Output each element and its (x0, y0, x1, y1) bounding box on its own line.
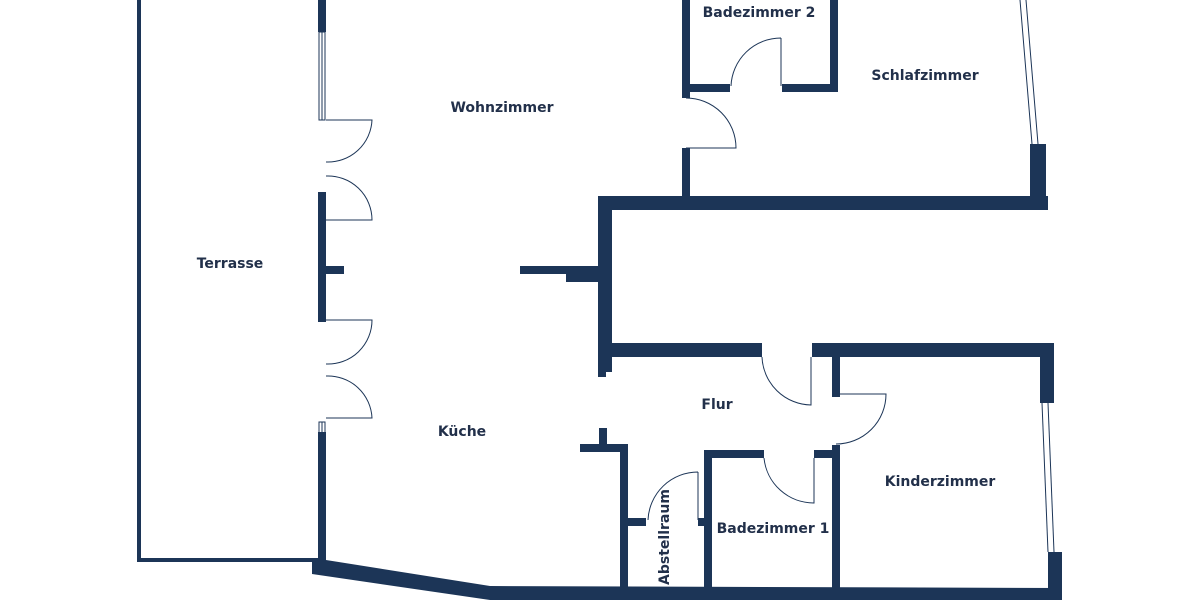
room-label-kinderzimmer: Kinderzimmer (884, 474, 996, 490)
room-label-badezimmer-2: Badezimmer 2 (702, 5, 816, 21)
room-label-kueche: Küche (437, 424, 487, 440)
door-swings (325, 37, 887, 521)
room-label-schlafzimmer: Schlafzimmer (871, 68, 979, 84)
room-label-terrasse: Terrasse (196, 256, 264, 272)
room-label-abstellraum: Abstellraum (657, 489, 673, 585)
room-label-badezimmer-1: Badezimmer 1 (716, 521, 830, 537)
walls (137, 0, 1062, 600)
room-label-wohnzimmer: Wohnzimmer (450, 100, 554, 116)
windows (318, 0, 1055, 553)
room-label-flur: Flur (701, 397, 733, 413)
